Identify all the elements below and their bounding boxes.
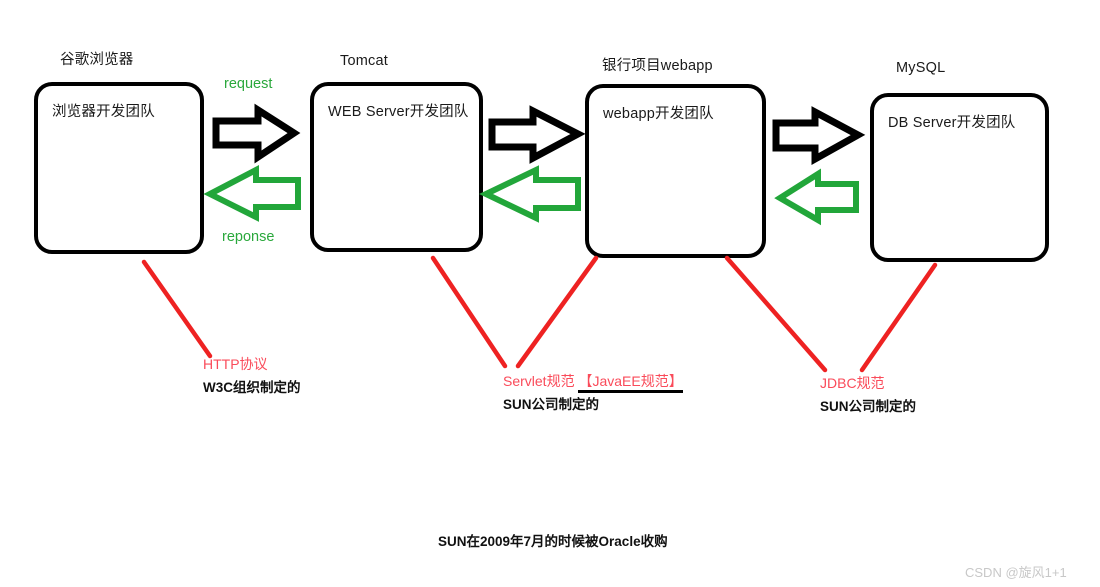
csdn-watermark: CSDN @旋风1+1 bbox=[965, 565, 1067, 580]
annotation-http-maker: W3C组织制定的 bbox=[203, 379, 301, 395]
node-title-browser: 谷歌浏览器 bbox=[60, 52, 134, 68]
node-label-tomcat: WEB Server开发团队 bbox=[328, 104, 469, 120]
request-arrow-3 bbox=[772, 106, 866, 165]
node-title-mysql: MySQL bbox=[896, 60, 946, 76]
request-arrow-2 bbox=[488, 105, 586, 164]
annotation-http-spec: HTTP协议 bbox=[203, 356, 268, 372]
connector-jdbc-right bbox=[859, 262, 938, 373]
node-webapp[interactable]: webapp开发团队 bbox=[585, 84, 766, 258]
response-arrow-2 bbox=[479, 165, 581, 223]
response-arrow-3 bbox=[774, 168, 859, 226]
node-label-mysql: DB Server开发团队 bbox=[888, 115, 1016, 131]
connector-http bbox=[141, 259, 213, 359]
connector-servlet-left bbox=[430, 255, 508, 369]
connector-servlet-mid bbox=[515, 255, 599, 369]
annotation-jdbc-spec: JDBC规范 bbox=[820, 375, 885, 391]
annotation-http: HTTP协议 W3C组织制定的 bbox=[203, 357, 301, 395]
node-mysql[interactable]: DB Server开发团队 bbox=[870, 93, 1049, 262]
annotation-jdbc-maker: SUN公司制定的 bbox=[820, 398, 917, 414]
connector-jdbc-left bbox=[724, 255, 828, 373]
annotation-jdbc: JDBC规范 SUN公司制定的 bbox=[820, 376, 916, 414]
response-arrow-1 bbox=[203, 165, 301, 222]
flow-label-request: request bbox=[224, 76, 273, 92]
annotation-servlet: Servlet规范 【JavaEE规范】 SUN公司制定的 bbox=[503, 373, 683, 412]
node-title-tomcat: Tomcat bbox=[340, 53, 388, 69]
request-arrow-1 bbox=[212, 103, 301, 164]
annotation-servlet-spec: Servlet规范 【JavaEE规范】 bbox=[503, 373, 683, 393]
flow-label-response: reponse bbox=[222, 229, 275, 245]
annotation-servlet-maker: SUN公司制定的 bbox=[503, 396, 600, 412]
node-label-webapp: webapp开发团队 bbox=[603, 106, 714, 122]
node-title-webapp: 银行项目webapp bbox=[602, 58, 713, 74]
node-tomcat[interactable]: WEB Server开发团队 bbox=[310, 82, 483, 252]
node-browser[interactable]: 浏览器开发团队 bbox=[34, 82, 204, 254]
annotation-servlet-spec-emphasis: 【JavaEE规范】 bbox=[578, 373, 683, 393]
node-label-browser: 浏览器开发团队 bbox=[52, 104, 155, 120]
footnote-text: SUN在2009年7月的时候被Oracle收购 bbox=[438, 534, 668, 549]
